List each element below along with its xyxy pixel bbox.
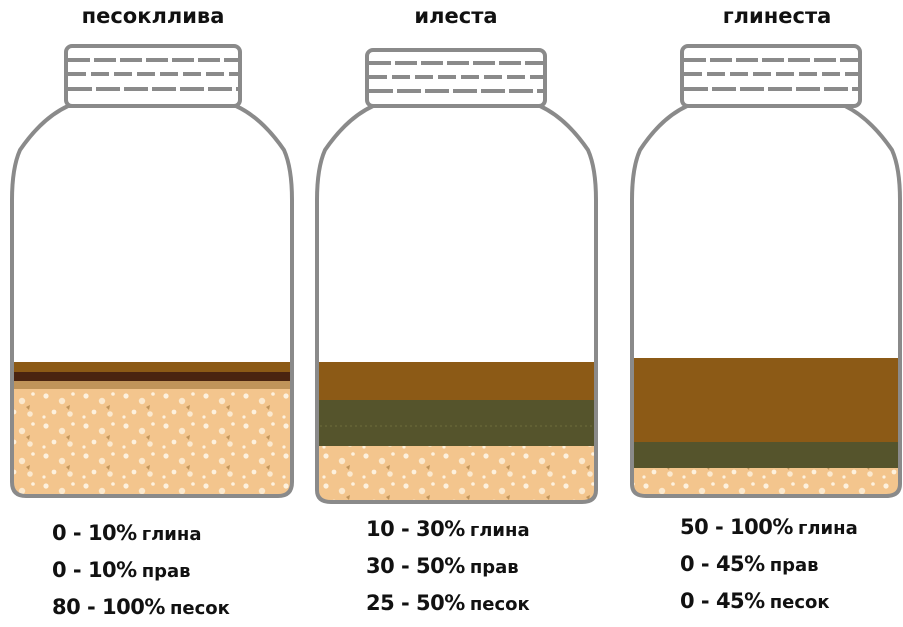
range: 30 - 50%	[366, 554, 465, 578]
jar-sandy-contents	[12, 362, 292, 496]
sand-layer	[317, 446, 596, 502]
component: глина	[141, 524, 202, 545]
jar-title-clayey: глинеста	[722, 4, 832, 28]
composition-sandy: 0 - 10%глина 0 - 10%прав 80 - 100%песок	[52, 515, 312, 626]
component: глина	[469, 520, 530, 541]
component: песок	[169, 598, 230, 619]
composition-row-sand: 80 - 100%песок	[52, 589, 312, 626]
composition-row-clay: 50 - 100%глина	[680, 509, 903, 546]
composition-row-clay: 0 - 10%глина	[52, 515, 312, 552]
clay-layer	[317, 362, 596, 400]
jar-title-sandy: песокллива	[81, 4, 225, 28]
jar-silty-lid	[365, 48, 547, 108]
composition-silty: 10 - 30%глина 30 - 50%прав 25 - 50%песок	[366, 511, 626, 622]
composition-row-clay: 10 - 30%глина	[366, 511, 626, 548]
range: 0 - 45%	[680, 552, 765, 576]
composition-row-sand: 25 - 50%песок	[366, 585, 626, 622]
jar-sandy-lid	[64, 44, 242, 108]
jar-clayey-lid	[680, 44, 862, 108]
composition-row-silt: 30 - 50%прав	[366, 548, 626, 585]
range: 25 - 50%	[366, 591, 465, 615]
component: прав	[469, 557, 519, 578]
range: 50 - 100%	[680, 515, 793, 539]
component: песок	[469, 594, 530, 615]
silt-layer	[12, 381, 292, 389]
component: прав	[141, 561, 191, 582]
composition-row-silt: 0 - 10%прав	[52, 552, 312, 589]
component: глина	[797, 518, 858, 539]
jar-clayey	[630, 44, 902, 498]
range: 80 - 100%	[52, 595, 165, 619]
composition-row-silt: 0 - 45%прав	[680, 546, 903, 583]
component: песок	[769, 592, 830, 613]
jar-silty	[315, 48, 598, 504]
jar-sandy	[10, 44, 294, 498]
range: 0 - 10%	[52, 558, 137, 582]
jar-silty-contents	[317, 362, 596, 502]
silt-layer	[317, 400, 596, 446]
composition-row-sand: 0 - 45%песок	[680, 583, 903, 620]
component: прав	[769, 555, 819, 576]
jar-clayey-contents	[632, 358, 900, 496]
silt-layer	[632, 442, 900, 468]
clay-layer	[632, 358, 900, 442]
range: 10 - 30%	[366, 517, 465, 541]
sand-layer	[632, 468, 900, 496]
composition-clayey: 50 - 100%глина 0 - 45%прав 0 - 45%песок	[680, 509, 903, 620]
range: 0 - 45%	[680, 589, 765, 613]
clay-dark-layer	[12, 372, 292, 381]
sand-layer	[12, 389, 292, 496]
clay-layer	[12, 362, 292, 372]
range: 0 - 10%	[52, 521, 137, 545]
jar-title-silty: илеста	[414, 4, 498, 28]
